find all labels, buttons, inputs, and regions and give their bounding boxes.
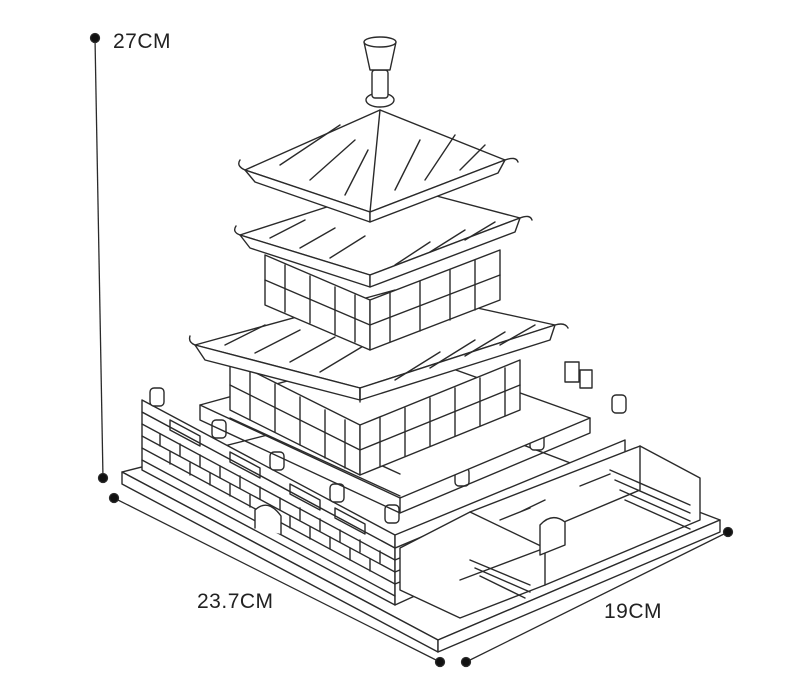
side-pavilion — [564, 361, 593, 389]
height-bottom-marker — [97, 472, 109, 484]
depth-label: 19CM — [604, 600, 663, 623]
lower-storey — [229, 359, 521, 476]
width-label: 23.7CM — [197, 590, 274, 613]
stair-annex — [399, 445, 701, 619]
depth-left-marker — [460, 656, 472, 668]
middle-storey — [264, 249, 501, 351]
width-left-marker — [108, 492, 120, 504]
height-label: 27CM — [113, 30, 172, 53]
width-dimension-line — [113, 497, 441, 663]
upper-roof — [238, 109, 519, 223]
height-top-marker — [89, 32, 101, 44]
width-right-marker — [434, 656, 446, 668]
finial — [363, 36, 397, 108]
depth-right-marker — [722, 526, 734, 538]
depth-dimension-line — [465, 531, 729, 663]
middle-roof — [233, 184, 533, 288]
height-dimension-line — [94, 37, 104, 479]
